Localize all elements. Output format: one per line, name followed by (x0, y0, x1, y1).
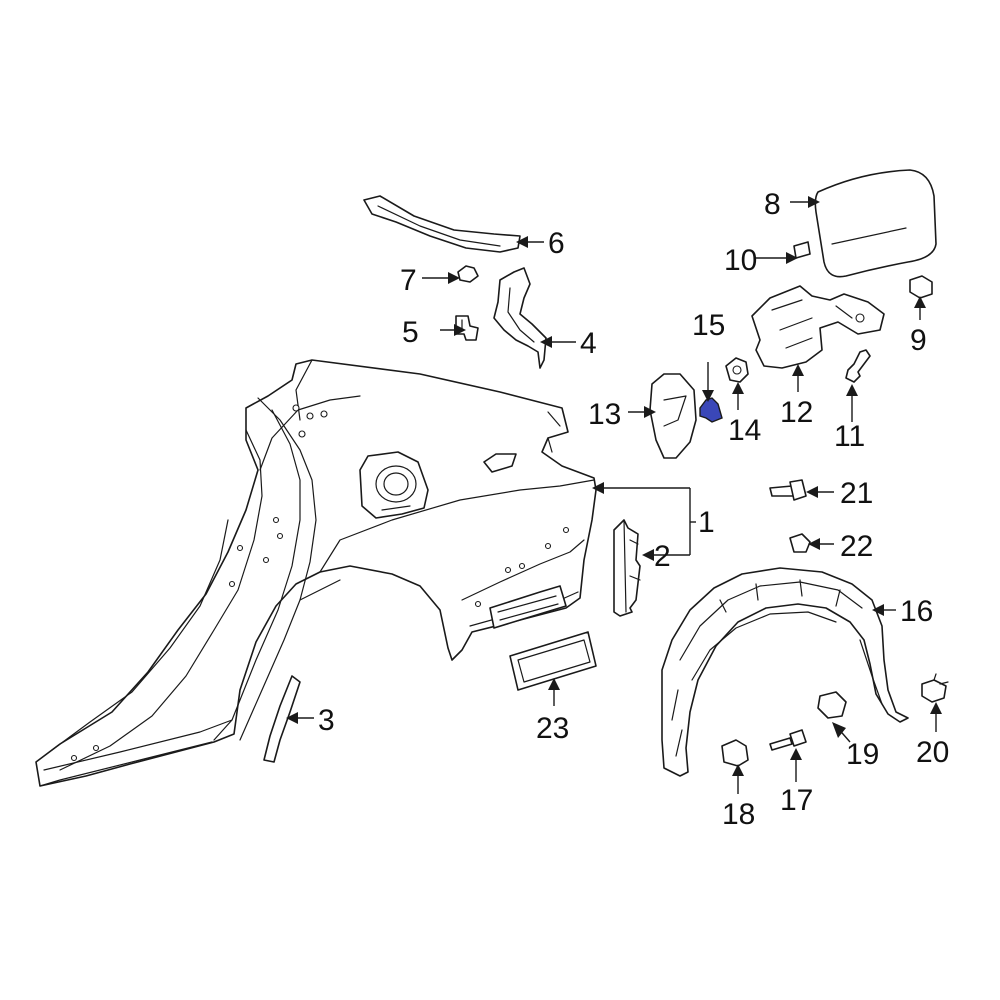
part-clip-20[interactable] (921, 673, 949, 703)
callout-9[interactable]: 9 (910, 324, 927, 357)
part-fuel-door[interactable] (814, 169, 937, 278)
part-clip-19[interactable] (817, 691, 847, 719)
part-housing-seal[interactable] (649, 373, 697, 459)
part-quarter-panel[interactable] (35, 359, 597, 787)
part-screw-17[interactable] (769, 729, 807, 751)
callout-6[interactable]: 6 (548, 227, 565, 260)
callout-labels: 1 2 3 4 5 6 7 8 9 10 11 12 13 14 15 16 1… (318, 188, 949, 831)
callout-20[interactable]: 20 (916, 736, 949, 769)
part-arch-molding[interactable] (263, 675, 301, 763)
part-pad-23[interactable] (509, 631, 597, 691)
callout-23[interactable]: 23 (536, 712, 569, 745)
callout-21[interactable]: 21 (840, 477, 873, 510)
callout-10[interactable]: 10 (724, 244, 757, 277)
part-upper-rail[interactable] (363, 195, 521, 253)
part-spring-10[interactable] (793, 241, 811, 259)
leader-lines (294, 201, 937, 794)
callout-5[interactable]: 5 (402, 316, 419, 349)
part-clip-7[interactable] (457, 265, 479, 283)
part-reinforcement[interactable] (493, 267, 547, 369)
arrowheads (286, 196, 942, 776)
callout-4[interactable]: 4 (580, 327, 597, 360)
callout-22[interactable]: 22 (840, 530, 873, 563)
part-bolt-11[interactable] (845, 349, 871, 383)
callout-1[interactable]: 1 (698, 506, 715, 539)
callout-18[interactable]: 18 (722, 798, 755, 831)
callout-7[interactable]: 7 (400, 264, 417, 297)
part-bumper-9[interactable] (909, 275, 933, 299)
callout-15[interactable]: 15 (692, 309, 725, 342)
part-retainer-21[interactable] (769, 479, 807, 501)
part-nut-18[interactable] (721, 739, 749, 767)
callout-8[interactable]: 8 (764, 188, 781, 221)
part-bracket[interactable] (613, 519, 641, 617)
part-nut-22[interactable] (789, 533, 811, 553)
part-nut-14[interactable] (725, 357, 749, 383)
callout-13[interactable]: 13 (588, 398, 621, 431)
callout-19[interactable]: 19 (846, 738, 879, 771)
part-door-housing[interactable] (751, 285, 885, 369)
callout-11[interactable]: 11 (834, 420, 865, 453)
callout-2[interactable]: 2 (654, 540, 671, 573)
callout-16[interactable]: 16 (900, 595, 933, 628)
callout-3[interactable]: 3 (318, 704, 335, 737)
part-15-highlighted[interactable] (699, 397, 723, 423)
callout-12[interactable]: 12 (780, 396, 813, 429)
callout-14[interactable]: 14 (728, 414, 761, 447)
part-fender-liner[interactable] (661, 567, 909, 777)
callout-17[interactable]: 17 (780, 784, 813, 817)
